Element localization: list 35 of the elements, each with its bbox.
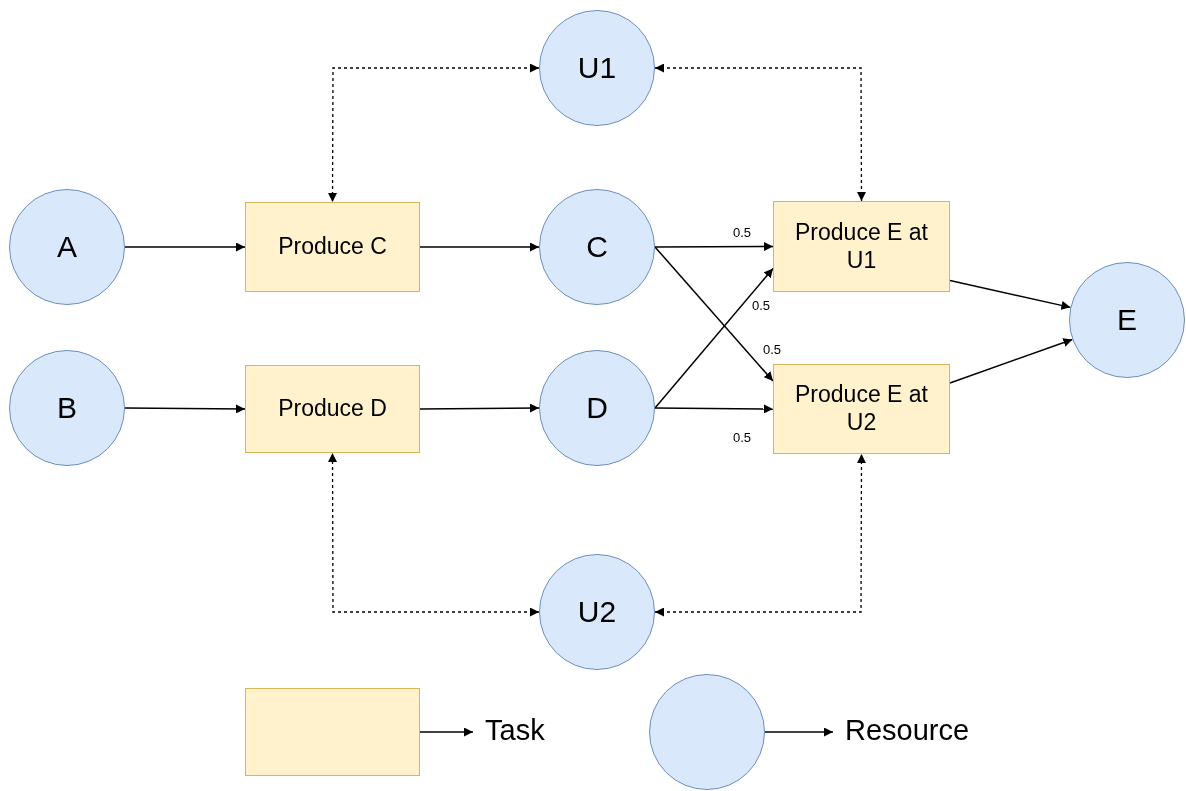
legend-label: Task bbox=[485, 714, 545, 747]
arrow bbox=[654, 242, 774, 252]
resource-label: B bbox=[57, 390, 77, 426]
resource-label: E bbox=[1117, 302, 1137, 338]
dashed-arrow bbox=[654, 63, 866, 202]
task-label: Produce E at U2 bbox=[794, 381, 929, 437]
arrow bbox=[419, 403, 540, 413]
arrow bbox=[654, 404, 774, 414]
dashed-arrow bbox=[328, 452, 540, 617]
arrow bbox=[949, 279, 1072, 310]
arrow bbox=[124, 242, 246, 252]
task-label: Produce E at U1 bbox=[794, 218, 929, 275]
resource-label: C bbox=[586, 229, 608, 265]
dashed-arrow bbox=[654, 453, 866, 617]
resource-label: D bbox=[586, 390, 608, 426]
legend-label: Resource bbox=[845, 714, 970, 747]
edge-label: 0.5 bbox=[733, 225, 752, 240]
arrow bbox=[654, 267, 774, 409]
task-label: Produce C bbox=[278, 233, 387, 261]
dashed-arrow bbox=[328, 63, 540, 203]
task-box bbox=[245, 202, 420, 292]
task-box bbox=[773, 201, 950, 292]
arrow bbox=[419, 242, 540, 252]
task-box bbox=[773, 364, 950, 454]
edge-label: 0.5 bbox=[733, 430, 752, 445]
arrow bbox=[949, 338, 1074, 384]
task-label: Produce D bbox=[278, 395, 387, 423]
resource-label: A bbox=[57, 229, 77, 265]
edge-label: 0.5 bbox=[763, 342, 782, 357]
edge-label: 0.5 bbox=[752, 298, 771, 313]
arrow bbox=[124, 404, 246, 414]
task-box bbox=[245, 365, 420, 453]
arrow bbox=[654, 246, 774, 382]
resource-label: U1 bbox=[577, 50, 617, 86]
resource-label: U2 bbox=[577, 594, 617, 630]
